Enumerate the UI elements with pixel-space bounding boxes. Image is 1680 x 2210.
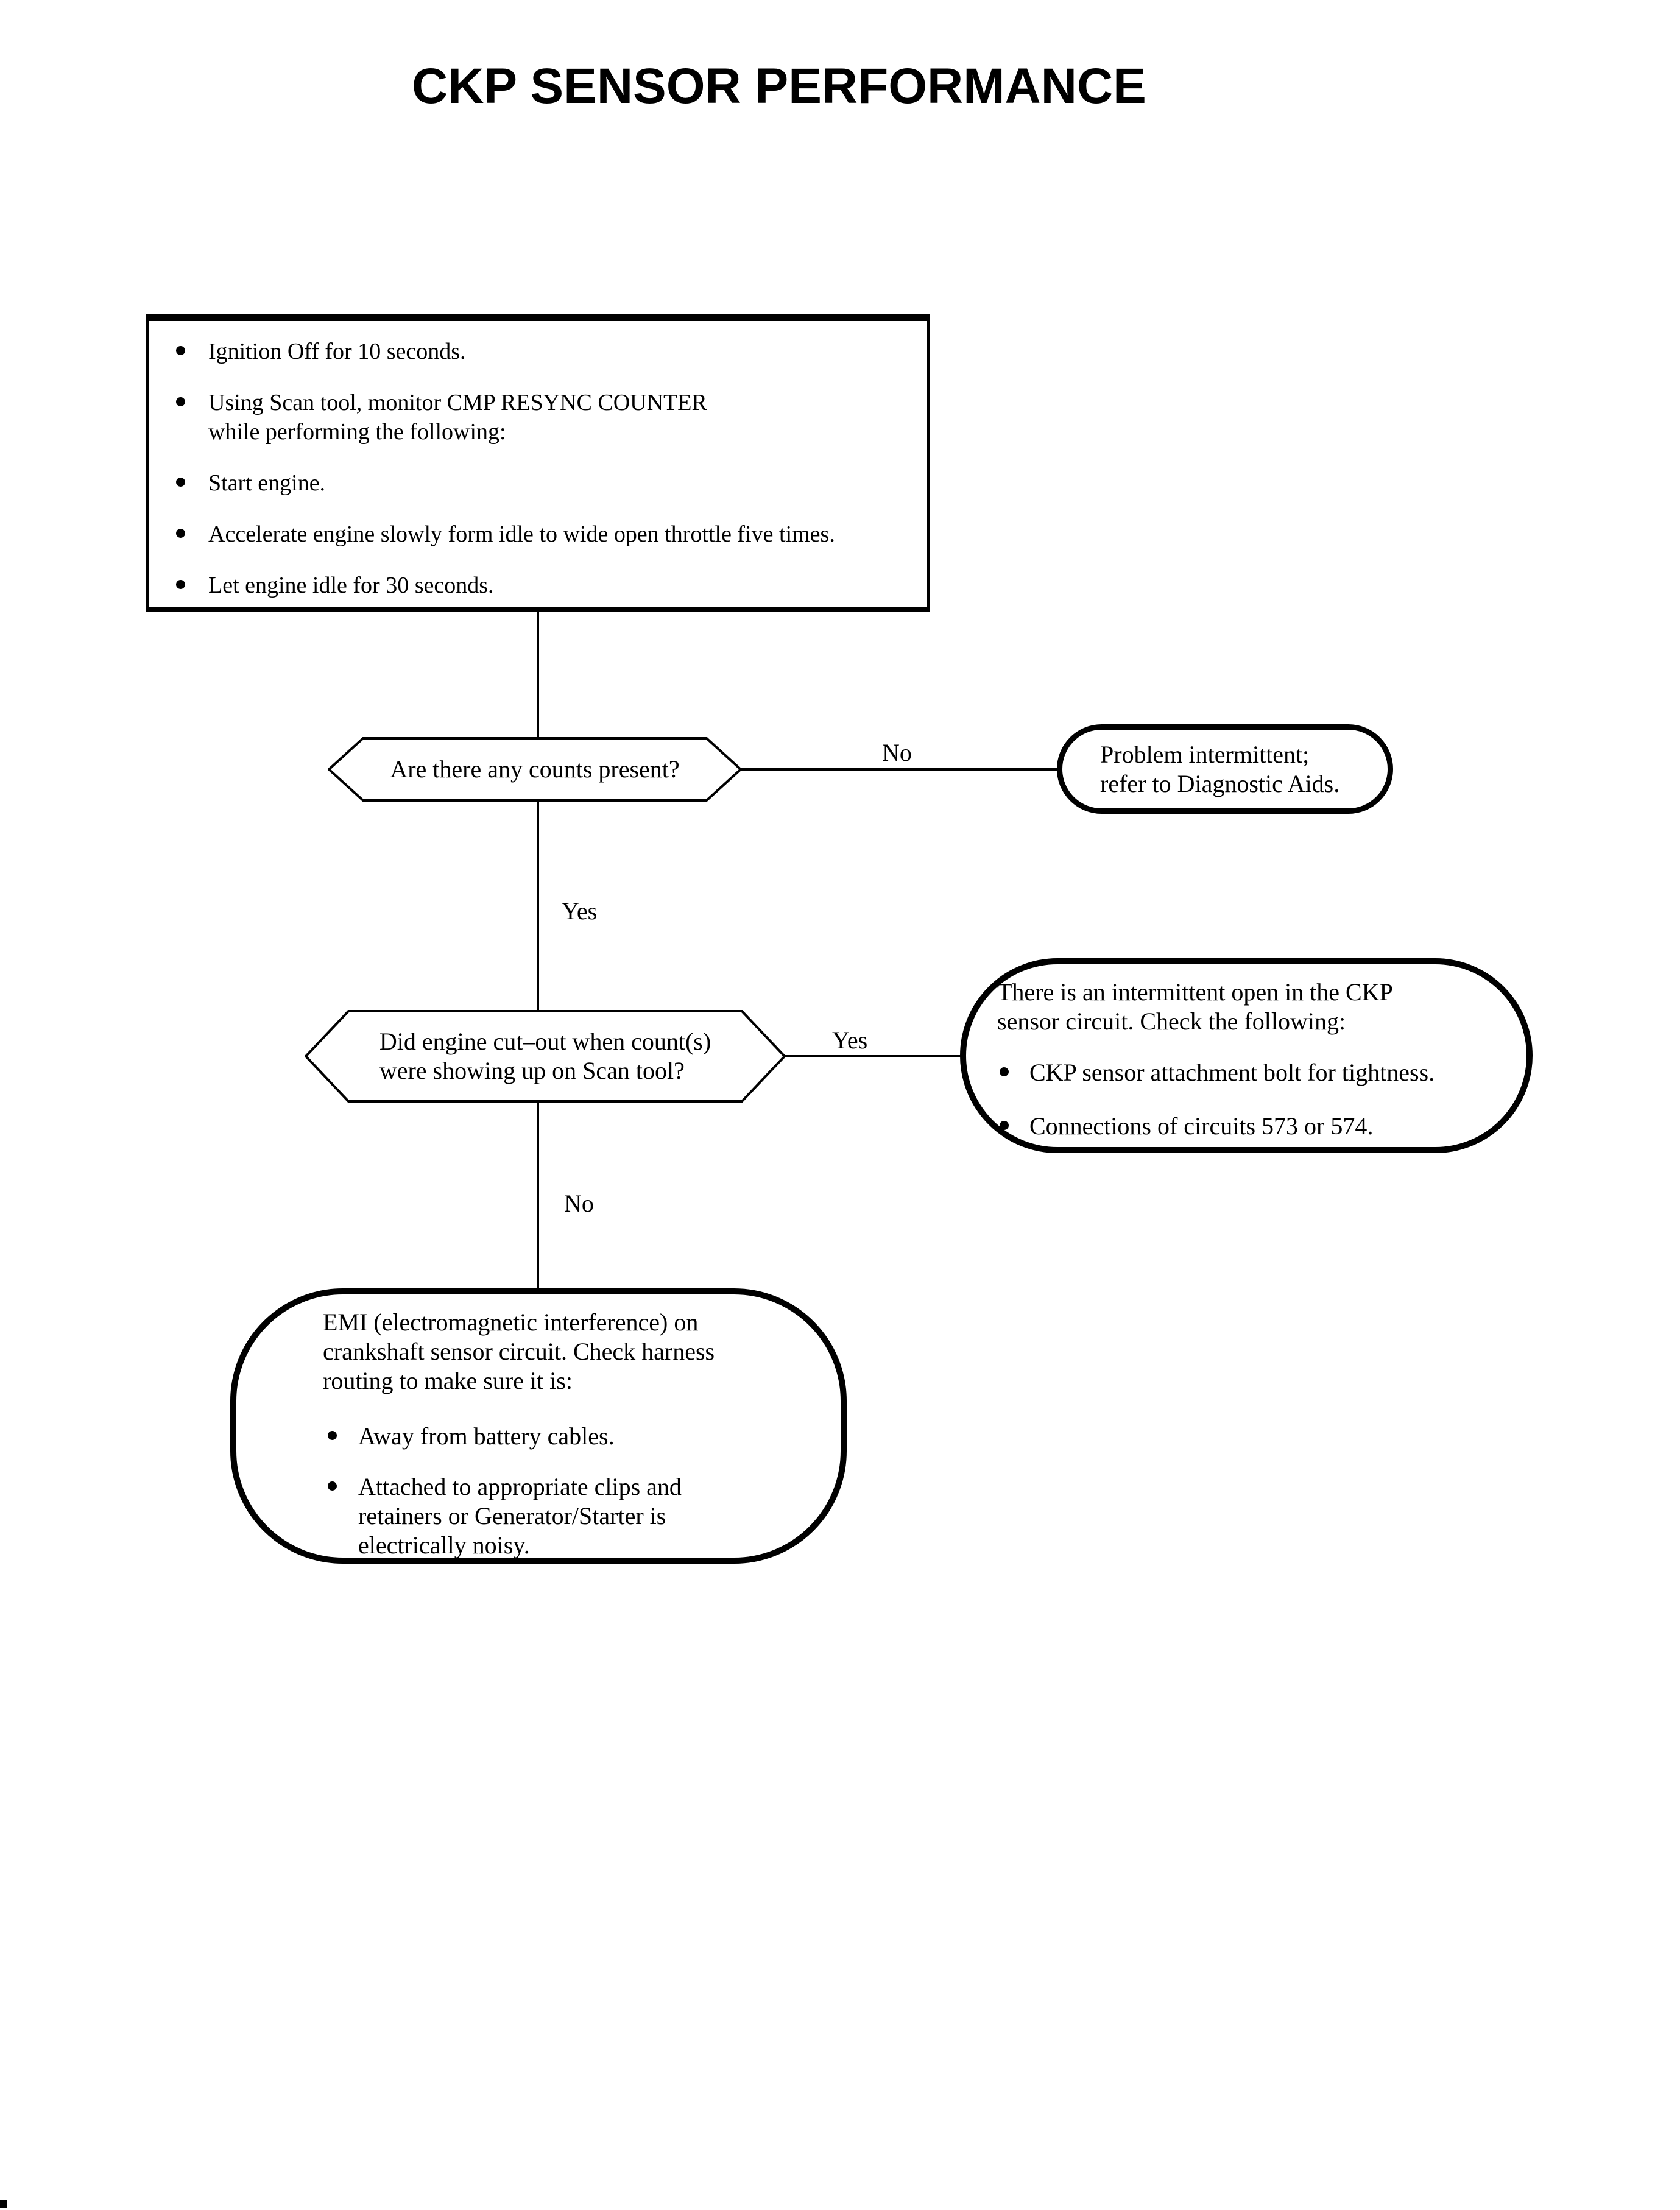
check-item: CKP sensor attachment bolt for tightness… <box>1029 1059 1435 1086</box>
list-item: Connections of circuits 573 or 574. <box>997 1112 1514 1141</box>
decision1-hexagon-shape <box>328 737 742 802</box>
bullet-icon <box>176 580 185 589</box>
list-item: Ignition Off for 10 seconds. <box>176 337 917 366</box>
bullet-icon <box>328 1431 337 1440</box>
procedure-step: Start engine. <box>208 470 326 496</box>
decision1-no-label: No <box>882 739 912 766</box>
connector-decision2-no <box>537 1101 539 1290</box>
result-problem-intermittent-text: Problem intermittent; refer to Diagnosti… <box>1100 740 1340 797</box>
decision1-question: Are there any counts present? <box>390 755 680 783</box>
list-item: Accelerate engine slowly form idle to wi… <box>176 520 917 549</box>
procedure-step: Let engine idle for 30 seconds. <box>208 573 494 598</box>
bullet-icon <box>176 397 185 406</box>
page-title: CKP SENSOR PERFORMANCE <box>412 58 1146 114</box>
bullet-icon <box>328 1481 337 1491</box>
connector-decision1-no <box>741 768 1058 771</box>
result-intermittent-open-heading: There is an intermittent open in the CKP… <box>997 978 1393 1035</box>
procedure-step: Using Scan tool, monitor CMP RESYNC COUN… <box>208 390 707 445</box>
list-item: Using Scan tool, monitor CMP RESYNC COUN… <box>176 388 917 447</box>
procedure-step: Ignition Off for 10 seconds. <box>208 339 466 364</box>
bullet-icon <box>176 478 185 487</box>
check-item: Connections of circuits 573 or 574. <box>1029 1112 1374 1140</box>
bullet-icon <box>1000 1121 1009 1130</box>
result-problem-intermittent: Problem intermittent; refer to Diagnosti… <box>1057 724 1393 814</box>
scan-artifact <box>0 2200 7 2208</box>
procedure-step: Accelerate engine slowly form idle to wi… <box>208 521 835 547</box>
connector-decision1-yes <box>537 800 539 1011</box>
decision2-hexagon-shape <box>305 1010 786 1103</box>
result-emi-heading: EMI (electromagnetic interference) on cr… <box>323 1308 715 1394</box>
connector-box-to-decision1 <box>537 612 539 738</box>
bullet-icon <box>1000 1067 1009 1076</box>
list-item: Let engine idle for 30 seconds. <box>176 571 917 600</box>
bullet-icon <box>176 529 185 538</box>
list-item: Start engine. <box>176 468 917 498</box>
decision2-no-label: No <box>564 1190 594 1217</box>
decision1-yes-label: Yes <box>562 897 598 925</box>
check-item: Away from battery cables. <box>358 1422 615 1450</box>
list-item: Away from battery cables. <box>323 1422 828 1451</box>
list-item: CKP sensor attachment bolt for tightness… <box>997 1058 1514 1087</box>
list-item: Attached to appropriate clips and retain… <box>323 1472 828 1560</box>
result-emi: EMI (electromagnetic interference) on cr… <box>230 1288 847 1564</box>
decision2-question: Did engine cut–out when count(s) were sh… <box>379 1028 711 1084</box>
procedure-box: Ignition Off for 10 seconds. Using Scan … <box>146 314 930 612</box>
decision2-hexagon <box>305 1010 786 1103</box>
check-item: Attached to appropriate clips and retain… <box>358 1473 682 1559</box>
connector-decision2-yes <box>785 1055 961 1057</box>
result-intermittent-open: There is an intermittent open in the CKP… <box>960 958 1533 1153</box>
decision1-hexagon <box>328 737 742 802</box>
bullet-icon <box>176 346 185 355</box>
decision2-yes-label: Yes <box>832 1026 868 1054</box>
